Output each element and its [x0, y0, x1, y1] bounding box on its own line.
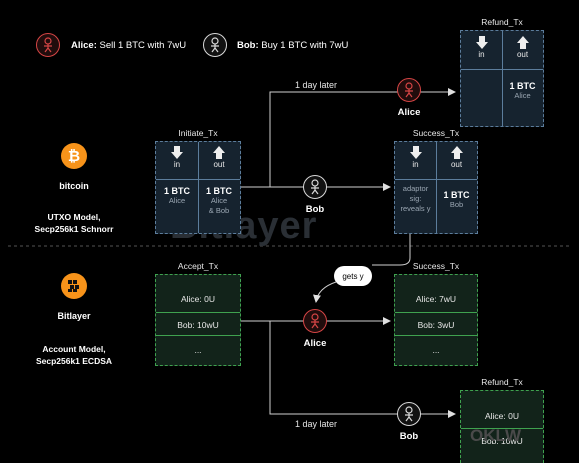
bl-success-row-2: Bob: 3wU — [417, 320, 455, 330]
btc-refund-out-header: out — [502, 36, 543, 59]
initiate-in-owner: Alice — [168, 196, 186, 205]
btc-mid-actor-avatar — [303, 175, 327, 199]
reveal-path — [372, 232, 411, 266]
bitcoin-model: UTXO Model, Secp256k1 Schnorr — [8, 211, 140, 235]
btc-refund-arrow — [269, 88, 456, 187]
person-icon — [44, 37, 52, 53]
legend-alice-name: Alice: — [71, 40, 97, 51]
gets-y-cloud: gets y — [334, 266, 372, 286]
bitcoin-logo-icon: ₿ — [61, 143, 87, 169]
btc-success-in-line3: reveals y — [400, 204, 431, 213]
initiate-out-label: out — [213, 160, 225, 169]
initiate-out-cell: 1 BTC Alice & Bob — [198, 186, 240, 216]
legend-bob: Bob: Buy 1 BTC with 7wU — [237, 40, 348, 51]
arrow-up-icon — [450, 146, 463, 159]
btc-success-in-header: in — [395, 146, 436, 169]
arrow-down-icon — [475, 36, 488, 49]
initiate-in-header: in — [156, 146, 198, 169]
accept-tx-title: Accept_Tx — [177, 261, 219, 271]
bl-success-tx-title: Success_Tx — [412, 261, 460, 271]
arrow-up-icon — [516, 36, 529, 49]
btc-refund-in-header: in — [461, 36, 502, 59]
bitlayer-model: Account Model, Secp256k1 ECDSA — [8, 343, 140, 367]
bitlayer-model-line1: Account Model, — [42, 344, 106, 354]
bl-refund-tx-box: Alice: 0U Bob: 10wU — [460, 390, 544, 463]
bl-refund-actor-avatar — [397, 402, 421, 426]
initiate-in-cell: 1 BTC Alice — [156, 186, 198, 206]
bl-success-tx-box: Alice: 7wU Bob: 3wU ... — [394, 274, 478, 366]
btc-success-in-cell: adaptor sig: reveals y — [395, 184, 436, 214]
bl-success-row-1: Alice: 7wU — [415, 294, 457, 304]
bl-success-row-3: ... — [432, 345, 440, 355]
legend-alice: Alice: Sell 1 BTC with 7wU — [71, 40, 186, 51]
initiate-in-value: 1 BTC — [163, 186, 190, 196]
btc-refund-tx-title: Refund_Tx — [481, 17, 523, 27]
gets-y-arrow — [313, 281, 337, 303]
btc-refund-out-label: out — [516, 50, 529, 59]
btc-success-in-line2: sig: — [409, 194, 422, 203]
initiate-tx-title: Initiate_Tx — [178, 128, 218, 138]
bitlayer-chain-name: Bitlayer — [57, 311, 91, 321]
accept-row-3: ... — [194, 345, 202, 355]
btc-success-out-header: out — [436, 146, 477, 169]
bob-legend-avatar — [203, 33, 227, 57]
corner-watermark: OKLW — [470, 426, 521, 445]
person-icon — [405, 82, 413, 98]
btc-refund-tx-box: in out 1 BTC Alice — [460, 30, 544, 127]
bitcoin-model-line2: Secp256k1 Schnorr — [34, 224, 114, 234]
bl-refund-tx-title: Refund_Tx — [481, 377, 523, 387]
initiate-out-owner-2: & Bob — [208, 206, 230, 215]
btc-success-tx-box: in out adaptor sig: reveals y 1 BTC Bob — [394, 141, 478, 234]
btc-refund-in-label: in — [478, 50, 485, 59]
arrow-down-icon — [409, 146, 422, 159]
initiate-tx-box: in out 1 BTC Alice 1 BTC Alice & Bob — [155, 141, 241, 234]
legend-alice-desc: Sell 1 BTC with 7wU — [99, 40, 187, 51]
person-icon — [405, 406, 413, 422]
person-icon — [211, 37, 219, 53]
bl-delay-label: 1 day later — [295, 419, 338, 429]
legend-bob-name: Bob: — [237, 40, 259, 51]
btc-delay-label: 1 day later — [295, 80, 338, 90]
initiate-in-label: in — [173, 160, 181, 169]
btc-success-out-label: out — [450, 160, 463, 169]
initiate-out-value: 1 BTC — [205, 186, 232, 196]
btc-refund-actor-name: Alice — [397, 107, 421, 118]
btc-refund-out-value: 1 BTC — [509, 81, 536, 91]
arrow-down-icon — [171, 146, 183, 159]
bl-refund-row-1: Alice: 0U — [484, 411, 519, 421]
bitcoin-model-line1: UTXO Model, — [47, 212, 101, 222]
btc-success-out-cell: 1 BTC Bob — [436, 190, 477, 210]
bl-mid-actor-name: Alice — [303, 338, 327, 349]
person-icon — [311, 313, 319, 329]
accept-row-2: Bob: 10wU — [177, 320, 219, 330]
bl-refund-actor-name: Bob — [399, 431, 419, 442]
btc-success-tx-title: Success_Tx — [412, 128, 460, 138]
alice-legend-avatar — [36, 33, 60, 57]
person-icon — [311, 179, 319, 195]
btc-success-in-label: in — [412, 160, 419, 169]
initiate-out-header: out — [198, 146, 240, 169]
initiate-out-owner-1: Alice — [210, 196, 228, 205]
btc-refund-out-owner: Alice — [514, 91, 531, 100]
arrow-up-icon — [213, 146, 225, 159]
accept-tx-box: Alice: 0U Bob: 10wU ... — [155, 274, 241, 366]
btc-success-in-line1: adaptor — [402, 184, 429, 193]
legend-bob-desc: Buy 1 BTC with 7wU — [261, 40, 349, 51]
bitlayer-logo-icon — [61, 273, 87, 299]
accept-row-1: Alice: 0U — [180, 294, 215, 304]
bl-refund-row-2: Bob: 10wU — [481, 436, 523, 446]
bitcoin-chain-name: bitcoin — [59, 181, 89, 191]
btc-refund-out-cell: 1 BTC Alice — [502, 81, 543, 101]
btc-mid-actor-name: Bob — [305, 204, 325, 215]
btc-refund-actor-avatar — [397, 78, 421, 102]
bl-refund-arrow — [269, 321, 456, 418]
btc-success-out-value: 1 BTC — [443, 190, 470, 200]
bl-mid-actor-avatar — [303, 309, 327, 333]
bitlayer-model-line2: Secp256k1 ECDSA — [35, 356, 113, 366]
btc-success-out-owner: Bob — [449, 200, 464, 209]
